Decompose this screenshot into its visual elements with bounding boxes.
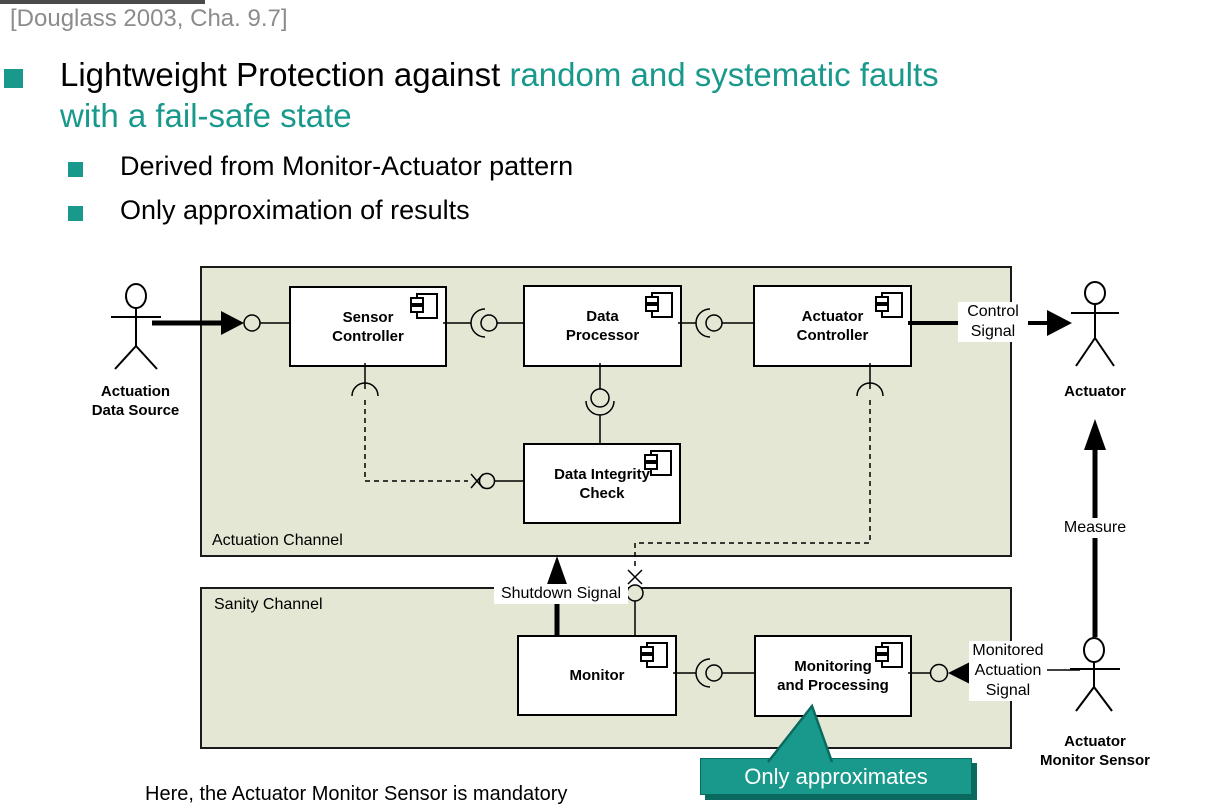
actor-icon-actuator — [1071, 281, 1119, 367]
citation-text: [Douglass 2003, Cha. 9.7] — [10, 5, 288, 32]
title-line-2: with a fail-safe state — [60, 97, 352, 134]
control-signal-label: Control Signal — [958, 302, 1028, 342]
shutdown-signal-label: Shutdown Signal — [494, 584, 628, 604]
component-label: Controller — [332, 327, 404, 345]
actor-icon-actuation-data-source — [111, 283, 161, 370]
title-bullet-square — [4, 69, 23, 88]
component-monitoring-and-processing: Monitoring and Processing — [754, 635, 912, 717]
page-title: Lightweight Protection against random an… — [60, 54, 939, 136]
monitored-actuation-signal-label: Monitored Actuation Signal — [969, 641, 1047, 701]
actuation-channel-label: Actuation Channel — [212, 532, 343, 549]
title-text-teal: random and systematic faults — [509, 56, 939, 93]
actuation-data-source-label: Actuation Data Source — [91, 383, 180, 419]
uml-component-icon — [410, 293, 438, 319]
component-label: Monitor — [569, 667, 625, 684]
component-label: Check — [579, 484, 625, 502]
callout-only-approximates: Only approximates — [700, 758, 972, 795]
uml-component-icon — [645, 292, 673, 318]
title-text-black: Lightweight Protection against — [60, 56, 510, 93]
bullet-square-1 — [68, 162, 83, 177]
title-line-1: Lightweight Protection against random an… — [60, 54, 939, 95]
sanity-channel-label: Sanity Channel — [214, 596, 323, 613]
footnote-text: Here, the Actuator Monitor Sensor is man… — [145, 783, 568, 805]
uml-component-icon — [640, 642, 668, 668]
component-actuator-controller: Actuator Controller — [753, 285, 912, 367]
bullet-item-1: Derived from Monitor-Actuator pattern — [120, 151, 574, 181]
actuator-label: Actuator — [1064, 383, 1126, 400]
component-label: and Processing — [777, 677, 889, 694]
actuator-monitor-sensor-label: Actuator Monitor Sensor — [1039, 733, 1150, 769]
measure-label: Measure — [1062, 518, 1128, 538]
bullet-item-2: Only approximation of results — [120, 195, 470, 225]
component-label: Monitoring — [794, 658, 872, 675]
top-accent-strip — [0, 0, 205, 4]
bullet-square-2 — [68, 206, 83, 221]
uml-component-icon — [875, 642, 903, 668]
component-label: Data — [586, 308, 619, 325]
component-label: Processor — [565, 327, 640, 344]
component-monitor: Monitor — [517, 635, 677, 716]
uml-component-icon — [644, 450, 672, 476]
component-data-processor: Data Processor — [523, 285, 682, 367]
component-sensor-controller: Sensor Controller — [289, 286, 447, 367]
component-label: Controller — [796, 327, 869, 344]
component-label: Actuator — [801, 308, 864, 325]
uml-component-icon — [875, 292, 903, 318]
component-data-integrity-check: Data Integrity Check — [523, 443, 681, 524]
component-label: Sensor — [342, 308, 394, 326]
component-label: Data Integrity — [554, 465, 650, 483]
actor-icon-actuator-monitor-sensor — [1070, 637, 1120, 712]
